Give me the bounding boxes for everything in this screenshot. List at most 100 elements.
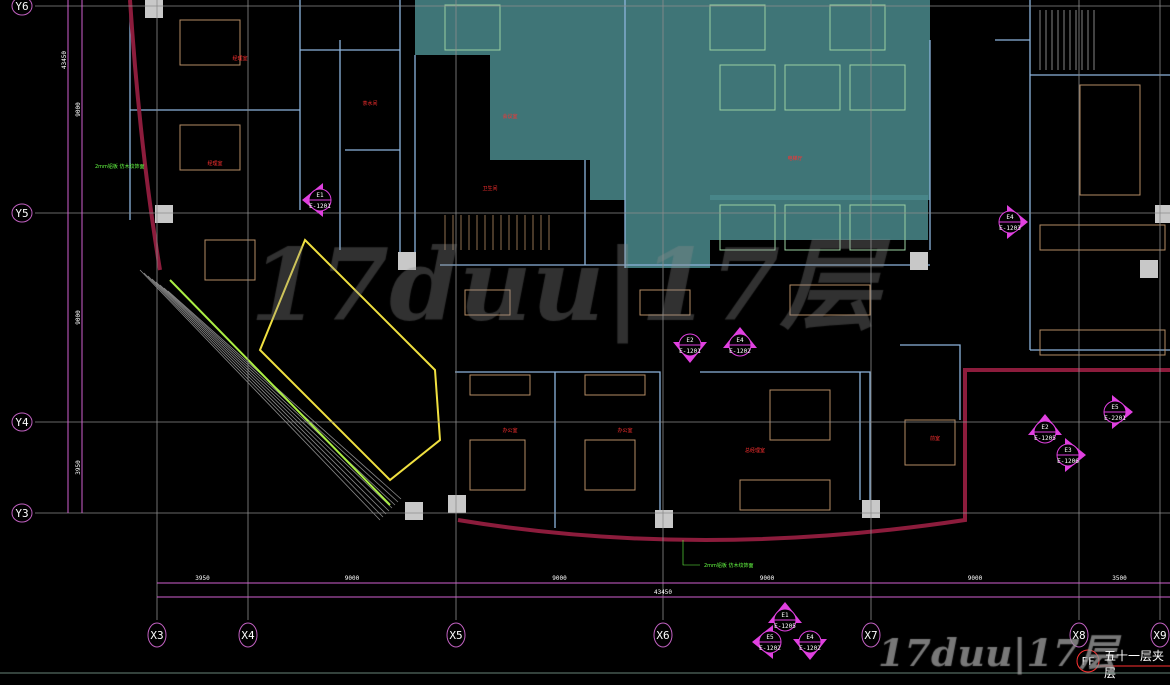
column — [145, 0, 163, 18]
facade-edge — [169, 279, 391, 506]
dimension-label: 3950 — [195, 575, 210, 582]
furniture — [584, 374, 646, 396]
column — [910, 252, 928, 270]
facade-line — [147, 275, 387, 515]
curtain-wall — [128, 0, 162, 271]
column — [448, 495, 466, 513]
column — [405, 502, 423, 520]
furniture — [769, 389, 831, 441]
callout-sheet: E-1202 — [729, 348, 751, 355]
furniture — [1079, 84, 1141, 196]
dimension-label: 9000 — [760, 575, 775, 582]
callout-number: E5 — [1111, 404, 1119, 411]
callout-number: E3 — [1064, 447, 1072, 454]
title-marker-label: FF — [1081, 655, 1094, 668]
room-label: 经理室 — [207, 160, 222, 167]
section-callout: E5E-1202 — [752, 625, 782, 659]
dimension-total-label: 43450 — [654, 589, 672, 596]
room-label: 办公室 — [617, 427, 632, 434]
callout-number: E2 — [686, 337, 694, 344]
callout-number: E4 — [1006, 214, 1014, 221]
callout-sheet: E-1203 — [999, 225, 1021, 232]
dimension-label: 9000 — [968, 575, 983, 582]
stair-outline — [258, 238, 442, 482]
wall — [900, 344, 961, 420]
section-callout: E3E-1206 — [1056, 438, 1086, 472]
room-label: 电梯厅 — [787, 155, 802, 162]
callout-sheet: E-2201 — [1104, 415, 1126, 422]
axis-label-x7: X7 — [864, 629, 877, 642]
callout-number: E1 — [316, 192, 324, 199]
axis-label-y4: Y4 — [15, 416, 29, 429]
furniture — [789, 284, 871, 316]
callout-number: E4 — [806, 634, 814, 641]
section-callout: E5E-2201 — [1103, 395, 1133, 429]
dimension-total-label: 43450 — [61, 51, 68, 69]
callout-sheet: E-1205 — [774, 623, 796, 630]
column — [1155, 205, 1170, 223]
drawing-title: 五十一层夹层 — [1104, 649, 1165, 680]
furniture — [1039, 329, 1166, 356]
facade-line — [139, 269, 381, 521]
facade-line — [151, 278, 390, 512]
column — [398, 252, 416, 270]
room-label: 会议室 — [502, 113, 517, 120]
section-callout: E2E-1205 — [1028, 414, 1062, 444]
section-callout: E2E-1201 — [673, 333, 707, 363]
axis-label-y3: Y3 — [15, 507, 28, 520]
material-note: 2mm铝板 仿木纹饰面 — [95, 163, 145, 170]
furniture — [1039, 224, 1166, 251]
section-callout: E4E-1203 — [998, 205, 1028, 239]
dimension-label: 3500 — [1112, 575, 1127, 582]
callout-number: E2 — [1041, 424, 1049, 431]
callout-sheet: E-1202 — [759, 645, 781, 652]
column — [155, 205, 173, 223]
column — [1140, 260, 1158, 278]
dimension-label: 9000 — [345, 575, 360, 582]
axis-label-x5: X5 — [449, 629, 462, 642]
facade-line — [167, 290, 402, 500]
callout-sheet: E-1201 — [679, 348, 701, 355]
wall — [700, 371, 871, 510]
facade-line — [159, 284, 396, 506]
room-label: 总经理室 — [745, 447, 765, 454]
section-callout: E1E-1205 — [768, 602, 802, 632]
elevator-lobby — [710, 195, 928, 240]
callout-sheet: E-1201 — [309, 203, 331, 210]
room-label: 卫生间 — [482, 185, 497, 192]
axis-label-x4: X4 — [241, 629, 255, 642]
axis-label-y6: Y6 — [15, 0, 28, 13]
dimension-label: 9000 — [75, 310, 82, 325]
axis-label-x9: X9 — [1153, 629, 1166, 642]
furniture — [469, 374, 531, 396]
furniture — [904, 419, 956, 466]
callout-number: E4 — [736, 337, 744, 344]
callout-sheet: E-1205 — [1034, 435, 1056, 442]
callout-sheet: E-1202 — [799, 645, 821, 652]
material-note: 2mm铝板 仿木纹饰面 — [704, 562, 754, 569]
section-callout: E4E-1202 — [793, 630, 827, 660]
axis-label-x8: X8 — [1072, 629, 1085, 642]
axis-label-y5: Y5 — [15, 207, 28, 220]
wall — [455, 371, 661, 520]
facade-line — [143, 272, 384, 518]
leader-line — [682, 540, 700, 566]
furniture — [179, 19, 241, 66]
dimension-label: 9000 — [552, 575, 567, 582]
callout-number: E5 — [766, 634, 774, 641]
room-label: 茶水间 — [362, 100, 377, 107]
section-callout: E1E-1201 — [302, 183, 332, 217]
room-label: 经理室 — [232, 55, 247, 62]
section-callout: E4E-1202 — [723, 327, 757, 357]
furniture — [204, 239, 256, 281]
callout-sheet: E-1206 — [1057, 458, 1079, 465]
room-label: 前室 — [930, 435, 940, 442]
axis-label-x3: X3 — [150, 629, 163, 642]
furniture — [739, 479, 831, 511]
furniture — [464, 289, 511, 316]
axis-label-x6: X6 — [656, 629, 669, 642]
facade-line — [163, 287, 399, 503]
dimension-label: 3950 — [75, 460, 82, 475]
dimension-label: 9000 — [75, 102, 82, 117]
